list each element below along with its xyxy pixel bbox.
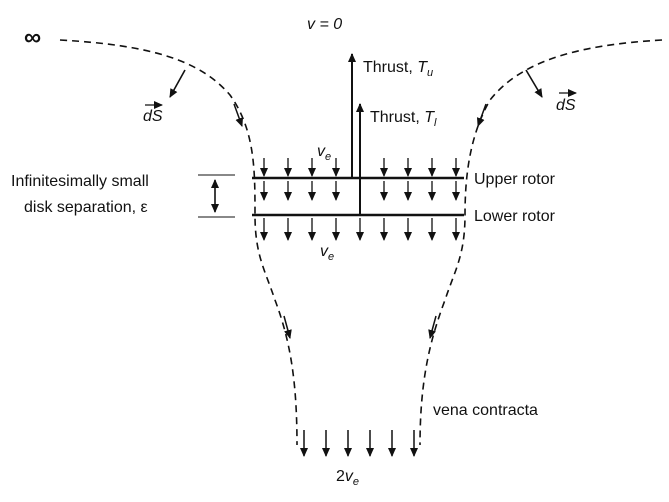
ds-vector-right bbox=[525, 69, 543, 98]
separation-label-line2: disk separation, ε bbox=[24, 199, 148, 216]
thrust-lower-label: Thrust, Tl bbox=[370, 109, 437, 129]
streamtube-left-boundary bbox=[59, 39, 298, 446]
ds-right-label: dS bbox=[556, 97, 576, 114]
ds-vector-left bbox=[169, 69, 186, 98]
separation-label-line1: Infinitesimally small bbox=[11, 173, 149, 190]
ve-upper-label: ve bbox=[317, 143, 331, 163]
inflow-arrows-between bbox=[260, 181, 460, 201]
inflow-arrows-upper bbox=[260, 158, 460, 177]
flow-arrow-left-upper bbox=[233, 103, 244, 127]
lower-rotor-label: Lower rotor bbox=[474, 208, 556, 225]
upper-rotor-label: Upper rotor bbox=[474, 171, 556, 188]
wake-arrows bbox=[300, 430, 418, 457]
infinity-label: ∞ bbox=[24, 24, 41, 51]
two-ve-label: 2ve bbox=[336, 468, 359, 488]
flow-arrow-right-lower bbox=[428, 315, 437, 339]
streamtube-right-boundary bbox=[419, 39, 663, 446]
vena-contracta-label: vena contracta bbox=[433, 402, 538, 419]
flow-arrow-right-upper bbox=[476, 103, 487, 127]
ve-lower-label: ve bbox=[320, 243, 334, 263]
outflow-arrows-lower bbox=[260, 218, 460, 241]
ds-left-label: dS bbox=[143, 108, 163, 125]
thrust-upper-label: Thrust, Tu bbox=[363, 59, 433, 79]
flow-arrow-left-lower bbox=[283, 315, 292, 339]
v-zero-label: v = 0 bbox=[307, 16, 342, 33]
